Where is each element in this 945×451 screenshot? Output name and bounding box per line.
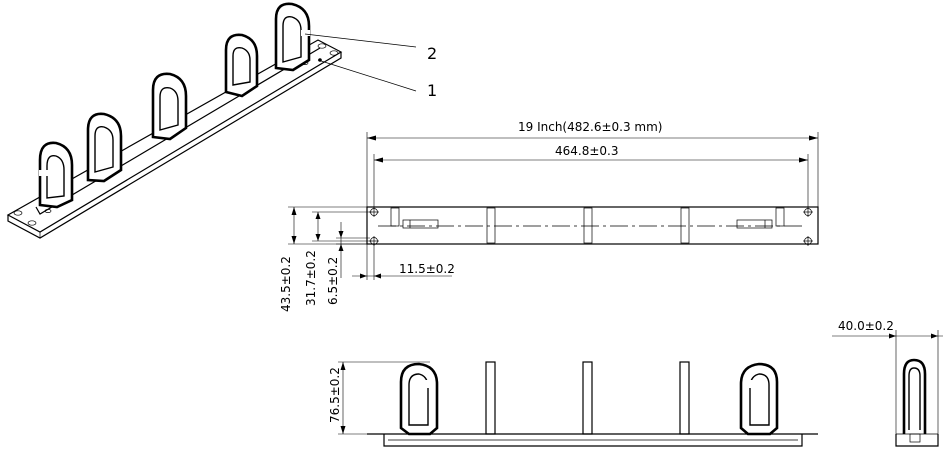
dim-hole-vertical: 31.7±0.2 — [304, 250, 318, 306]
callout-leader-1 — [317, 59, 417, 92]
top-base-bar — [383, 434, 803, 447]
side-view — [832, 330, 943, 447]
iso-mount-hole — [27, 220, 37, 226]
iso-bar-lip — [35, 47, 321, 215]
top-ring-open-left — [399, 362, 439, 436]
isometric-view — [6, 2, 417, 239]
top-post — [582, 361, 593, 435]
iso-ring-open-left — [38, 141, 74, 209]
top-post — [679, 361, 690, 435]
dim-overall-width: 19 Inch(482.6±0.3 mm) — [518, 120, 662, 134]
iso-ring — [151, 72, 188, 141]
iso-mount-hole — [329, 50, 339, 56]
side-base — [895, 434, 939, 447]
top-ring-open-right — [739, 362, 779, 436]
callout-label-2: 2 — [427, 44, 437, 63]
dim-ring-height: 76.5±0.2 — [328, 367, 342, 423]
iso-ring — [224, 33, 259, 98]
dim-hole-offset-v: 6.5±0.2 — [326, 257, 340, 305]
top-view — [338, 361, 818, 447]
front-view — [288, 132, 819, 280]
front-ring-slot-left — [390, 207, 439, 229]
iso-ring-open-right — [274, 2, 311, 72]
front-panel-outline — [366, 206, 819, 245]
dim-hole-spacing: 464.8±0.3 — [555, 144, 619, 158]
iso-mount-hole — [44, 209, 52, 213]
front-ring-slot-right — [736, 207, 785, 229]
front-ring-slot — [680, 207, 690, 244]
iso-mount-hole — [13, 210, 23, 216]
top-post — [485, 361, 496, 435]
dim-hole-offset-h: 11.5±0.2 — [399, 262, 455, 276]
front-mount-holes — [369, 207, 813, 246]
dim-depth: 40.0±0.2 — [838, 319, 894, 333]
front-ring-slot — [486, 207, 496, 244]
iso-ring — [86, 112, 123, 183]
callout-label-1: 1 — [427, 81, 437, 100]
dim-panel-height: 43.5±0.2 — [279, 256, 293, 312]
iso-mount-hole — [317, 43, 327, 49]
front-ring-slot — [583, 207, 593, 244]
callout-leader-2 — [304, 33, 417, 48]
